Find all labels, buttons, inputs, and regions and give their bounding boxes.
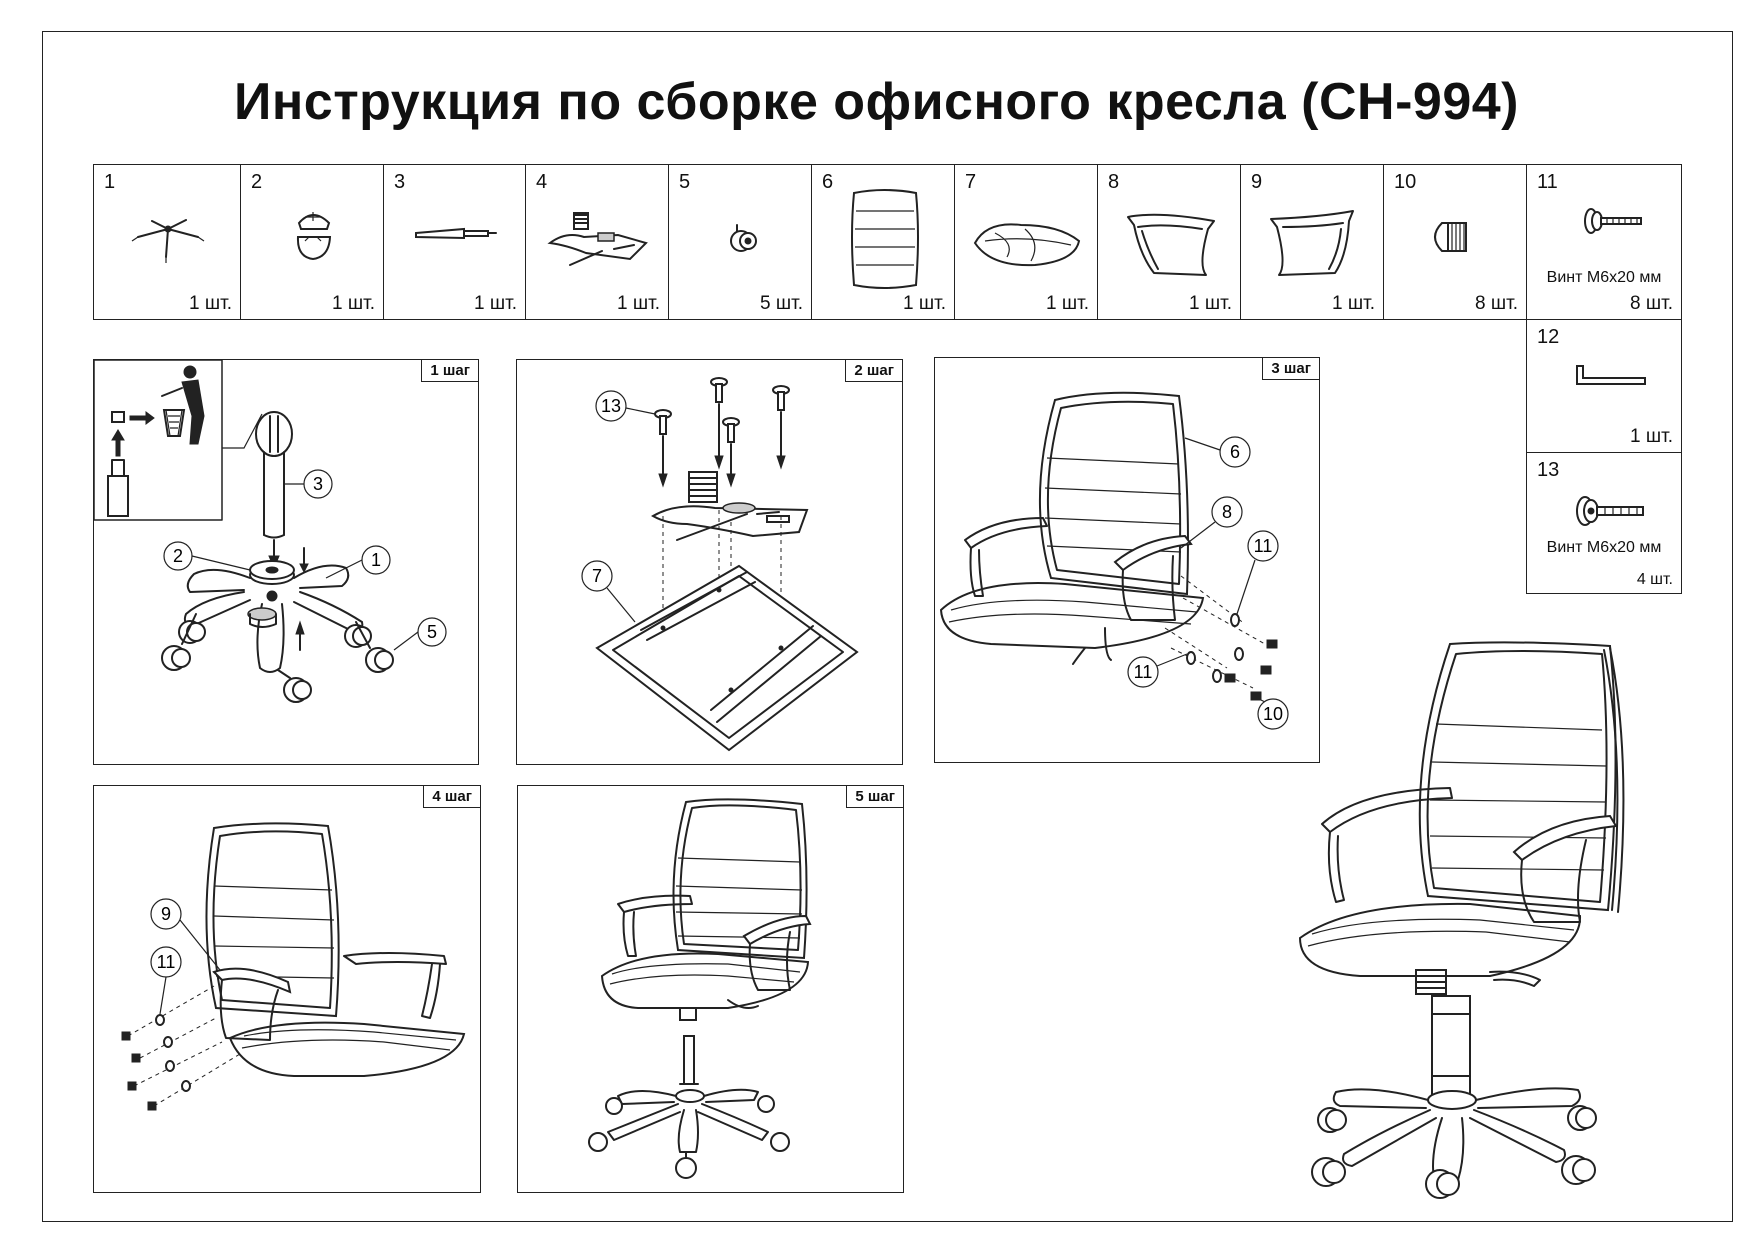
part-quantity: 1 шт.: [617, 293, 660, 314]
part-cell-4: 4 1 шт.: [525, 164, 669, 320]
callout-8: 8: [1222, 502, 1232, 522]
part-description: Винт М6х20 мм: [1546, 269, 1662, 286]
callout-11: 11: [157, 952, 176, 972]
screw-large-icon: [1576, 496, 1644, 526]
part-number: 7: [965, 171, 977, 193]
part-quantity: 1 шт.: [1630, 426, 1673, 447]
part-number: 11: [1537, 171, 1558, 193]
part-quantity: 8 шт.: [1630, 293, 1673, 314]
screw-icon: [1584, 208, 1642, 234]
part-quantity: 1 шт.: [1189, 293, 1232, 314]
step-label: 2 шаг: [845, 360, 902, 382]
step-4-diagram: 9 11: [121, 822, 466, 1111]
armrest-right-icon: [1127, 213, 1215, 276]
part-quantity: 1 шт.: [1332, 293, 1375, 314]
part-cell-9: 9 1 шт.: [1240, 164, 1384, 320]
callout-9: 9: [161, 904, 171, 924]
step-label: 4 шаг: [423, 786, 480, 808]
gas-lift-icon: [415, 227, 497, 240]
step-label: 1 шаг: [421, 360, 478, 382]
step-1-panel: 1 шаг: [93, 359, 479, 765]
part-cell-8: 8 1 шт.: [1097, 164, 1241, 320]
part-quantity: 8 шт.: [1475, 293, 1518, 314]
page-frame: [42, 31, 1733, 1222]
part-cell-5: 5 5 шт.: [668, 164, 812, 320]
step-5-panel: 5 шаг: [517, 785, 904, 1193]
step-5-diagram: [588, 798, 812, 1179]
part-number: 13: [1537, 459, 1560, 481]
part-number: 2: [251, 171, 263, 193]
step-label: 3 шаг: [1262, 358, 1319, 380]
part-number: 4: [536, 171, 548, 193]
part-quantity: 4 шт.: [1636, 571, 1673, 588]
part-cell-1: 1 1 шт.: [93, 164, 241, 320]
part-cell-10: 10 8 шт.: [1383, 164, 1527, 320]
part-number: 10: [1394, 171, 1417, 193]
callout-6: 6: [1230, 442, 1240, 462]
part-cell-2: 2 1 шт.: [240, 164, 384, 320]
step-4-panel: 4 шаг 9 11: [93, 785, 481, 1193]
part-cell-6: 6 1 шт.: [811, 164, 955, 320]
step-2-diagram: 13 7: [581, 377, 859, 752]
part-quantity: 5 шт.: [760, 293, 803, 314]
callout-11b: 11: [1134, 662, 1153, 682]
caster-icon: [730, 224, 757, 252]
step-3-panel: 3 шаг 6 8 11 11: [934, 357, 1320, 763]
part-number: 3: [394, 171, 406, 193]
part-quantity: 1 шт.: [332, 293, 375, 314]
callout-5: 5: [427, 622, 437, 642]
cap-nut-icon: [1434, 222, 1467, 252]
part-cell-3: 3 1 шт.: [383, 164, 526, 320]
step-2-panel: 2 шаг 13 7: [516, 359, 903, 765]
part-quantity: 1 шт.: [474, 293, 517, 314]
callout-2: 2: [173, 546, 183, 566]
part-quantity: 1 шт.: [903, 293, 946, 314]
step-3-diagram: 6 8 11 11 10: [939, 391, 1289, 730]
callout-1: 1: [371, 550, 381, 570]
part-number: 9: [1251, 171, 1263, 193]
callout-7: 7: [592, 566, 602, 586]
piastra-cover-icon: [296, 212, 332, 261]
step-1-diagram: 3 2 1 5: [93, 359, 447, 703]
part-quantity: 1 шт.: [1046, 293, 1089, 314]
part-number: 5: [679, 171, 691, 193]
part-cell-13: 13 Винт М6х20 мм 4 шт.: [1526, 452, 1682, 594]
seat-icon: [973, 223, 1081, 267]
part-number: 8: [1108, 171, 1120, 193]
mechanism-icon: [547, 212, 648, 266]
armrest-left-icon: [1270, 210, 1354, 276]
part-cell-12: 12 1 шт.: [1526, 319, 1682, 453]
part-cell-11: 11 Винт М6х20 мм 8 шт.: [1526, 164, 1682, 320]
part-number: 12: [1537, 326, 1560, 348]
callout-10: 10: [1263, 704, 1283, 724]
backrest-icon: [851, 189, 919, 289]
part-description: Винт М6х20 мм: [1546, 539, 1662, 556]
star-base-icon: [131, 219, 205, 263]
callout-11: 11: [1254, 536, 1273, 556]
callout-13: 13: [601, 396, 621, 416]
part-number: 1: [104, 171, 116, 193]
hex-key-icon: [1576, 365, 1646, 385]
step-label: 5 шаг: [846, 786, 903, 808]
part-number: 6: [822, 171, 834, 193]
assembled-chair-illustration: [1298, 641, 1625, 1199]
callout-3: 3: [313, 474, 323, 494]
part-cell-7: 7 1 шт.: [954, 164, 1098, 320]
page-title: Инструкция по сборке офисного кресла (CH…: [234, 73, 1519, 131]
part-quantity: 1 шт.: [189, 293, 232, 314]
assembled-chair: [1290, 640, 1630, 1200]
